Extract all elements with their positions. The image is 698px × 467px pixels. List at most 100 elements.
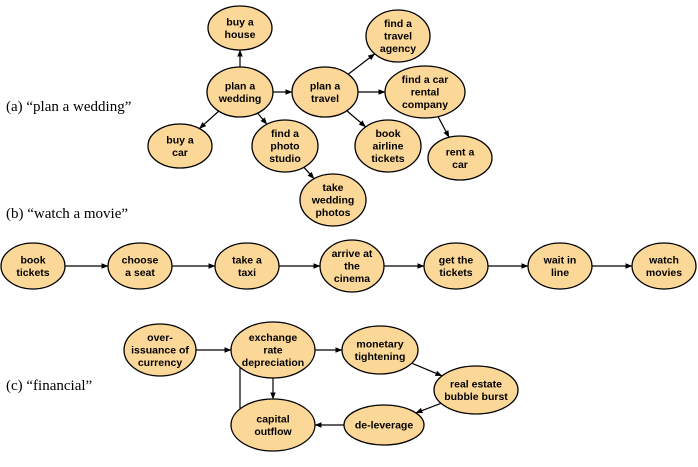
node-label-photos: photos <box>316 207 351 219</box>
node-label-rental: find a car <box>402 74 449 86</box>
node-shape-wedding <box>206 66 274 118</box>
node-shape-watch <box>631 242 697 290</box>
node-label-cap: outflow <box>254 426 292 438</box>
node-shape-over <box>123 323 197 377</box>
node-label-rentcar: car <box>452 159 468 171</box>
node-label-photos: take <box>322 182 343 194</box>
node-label-seat: choose <box>122 254 159 266</box>
node-shape-exch <box>230 321 316 379</box>
node-label-watch: watch <box>648 254 679 266</box>
node-shape-book <box>0 242 66 290</box>
node-shape-studio <box>251 119 319 173</box>
node-label-bubble: real estate <box>450 378 502 390</box>
node-shape-buycar <box>147 123 213 169</box>
edge-wedding-to-studio <box>257 112 268 125</box>
node-label-over: issuance of <box>131 345 189 357</box>
node-label-get: tickets <box>439 267 472 279</box>
edge-travel-to-airline <box>346 110 367 128</box>
node-label-over: currency <box>138 357 183 369</box>
edge-mon-to-bubble <box>411 362 443 377</box>
node-label-wedding: wedding <box>218 93 262 105</box>
node-label-agency: travel <box>384 31 412 43</box>
node-shape-mon <box>341 325 419 375</box>
edge-wedding-to-buycar <box>199 110 220 129</box>
node-label-airline: airline <box>373 141 404 153</box>
node-label-arrive: the <box>344 261 360 273</box>
node-label-taxi: taxi <box>238 267 256 279</box>
node-label-seat: a seat <box>125 267 155 279</box>
node-shape-house <box>207 5 273 51</box>
node-label-travel: travel <box>311 93 339 105</box>
node-label-travel: plan a <box>310 80 341 92</box>
panel-label-b: (b) “watch a movie” <box>6 206 128 222</box>
node-delev: de-leverage <box>343 404 425 446</box>
node-label-agency: agency <box>380 43 416 55</box>
node-shape-bubble <box>433 365 519 415</box>
panel-label-a: (a) “plan a wedding” <box>6 99 131 115</box>
node-shape-travel <box>291 66 359 118</box>
node-label-agency: find a <box>384 18 412 30</box>
node-shape-get <box>423 242 489 290</box>
node-label-buycar: buy a <box>166 134 194 146</box>
panel-label-c: (c) “financial” <box>6 378 92 394</box>
node-label-mon: tightening <box>355 351 406 363</box>
edge-travel-to-agency <box>347 53 376 75</box>
node-label-wait: line <box>551 267 569 279</box>
node-label-book: book <box>20 254 45 266</box>
node-label-bubble: bubble burst <box>444 391 508 403</box>
node-shape-photos <box>299 173 367 227</box>
node-label-buycar: car <box>172 147 188 159</box>
node-label-mon: monetary <box>356 338 403 350</box>
node-label-rentcar: rent a <box>446 146 475 158</box>
node-label-house: house <box>225 29 256 41</box>
node-label-studio: studio <box>269 153 301 165</box>
node-label-get: get the <box>439 254 474 266</box>
node-label-cap: capital <box>256 413 289 425</box>
node-label-house: buy a <box>226 16 254 28</box>
node-shape-cap <box>230 398 316 452</box>
node-label-wait: wait in <box>543 254 577 266</box>
edge-studio-to-photos <box>303 166 315 180</box>
node-shape-wait <box>527 242 593 290</box>
node-label-book: tickets <box>16 267 49 279</box>
node-shape-taxi <box>214 242 280 290</box>
node-label-arrive: arrive at <box>332 248 373 260</box>
node-label-over: over- <box>147 332 173 344</box>
node-label-exch: exchange <box>249 332 298 344</box>
node-shape-rentcar <box>427 135 493 181</box>
node-shape-delev <box>343 404 425 446</box>
node-label-delev: de-leverage <box>355 420 414 432</box>
node-label-arrive: cinema <box>334 273 370 285</box>
node-shape-airline <box>354 119 422 173</box>
node-label-studio: find a <box>271 128 299 140</box>
node-shape-arrive <box>319 239 385 293</box>
node-label-rental: company <box>402 99 448 111</box>
node-label-exch: rate <box>263 345 282 357</box>
node-label-taxi: take a <box>232 254 262 266</box>
node-label-wedding: plan a <box>225 80 256 92</box>
node-label-studio: photo <box>270 141 299 153</box>
node-label-photos: wedding <box>311 195 355 207</box>
node-shape-rental <box>384 65 466 119</box>
node-label-airline: book <box>375 128 400 140</box>
